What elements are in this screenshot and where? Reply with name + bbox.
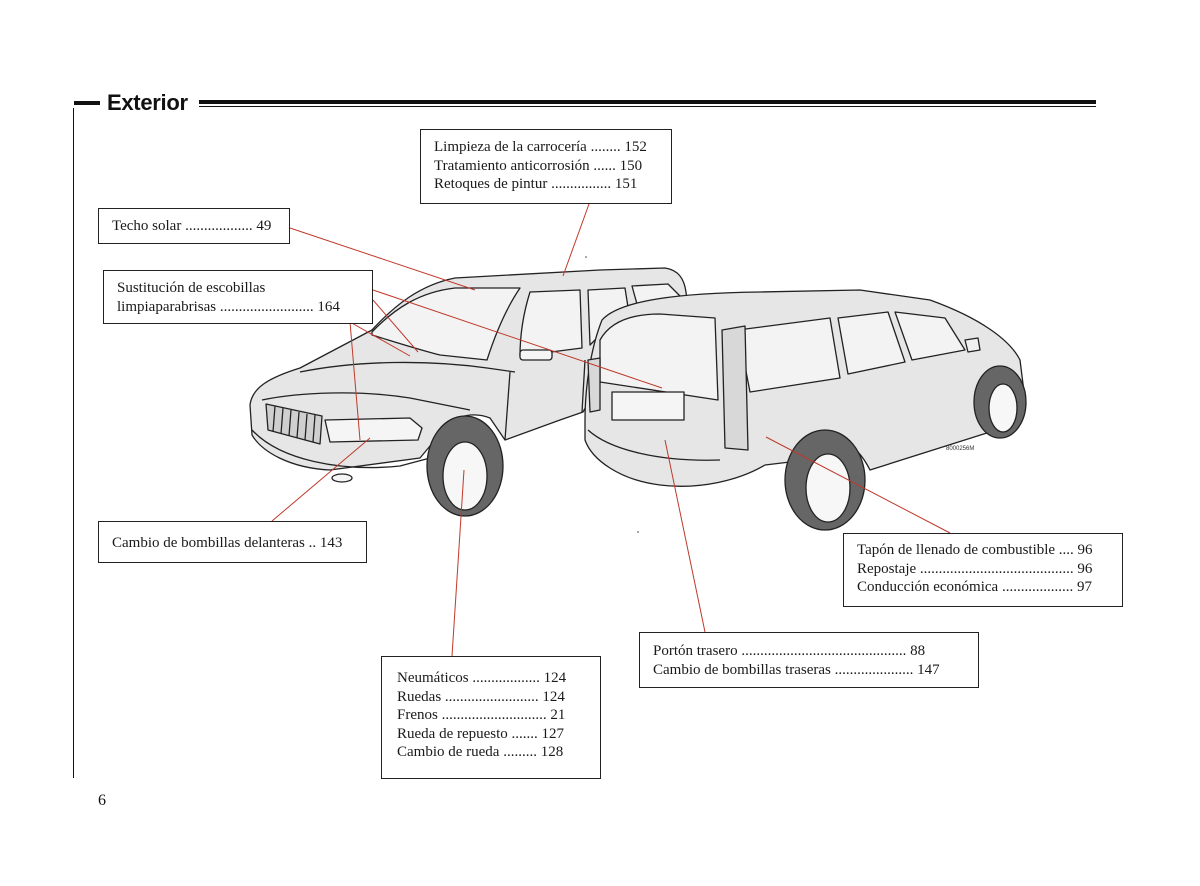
callout-line: Tratamiento anticorrosión ...... 150: [434, 157, 643, 174]
callout-line: limpiaparabrisas .......................…: [117, 298, 340, 315]
callout-line: Sustitución de escobillas: [117, 280, 266, 296]
heading-rule-right-thin: [199, 106, 1096, 107]
front-grille: [265, 403, 323, 445]
callout-line: Limpieza de la carrocería ........ 152: [434, 139, 647, 155]
heading-rule-right: [199, 100, 1096, 104]
callout-line: Neumáticos .................. 124: [397, 670, 567, 686]
page-margin-rule: [73, 108, 74, 778]
callout-ruedas: Neumáticos .................. 124 Ruedas…: [381, 656, 601, 779]
callout-line: Cambio de rueda ......... 128: [397, 744, 564, 760]
callout-line: Retoques de pintur ................ 151: [434, 176, 638, 192]
callout-porton-trasero: Portón trasero .........................…: [639, 632, 979, 688]
rear-side-window-2: [837, 311, 906, 375]
callout-line: Cambio de bombillas traseras ...........…: [653, 661, 940, 678]
rear-side-window-3: [894, 311, 966, 361]
callout-combustible: Tapón de llenado de combustible .... 96 …: [843, 533, 1123, 607]
callout-line: Cambio de bombillas delanteras .. 143: [112, 535, 343, 551]
callout-bombillas-delanteras: Cambio de bombillas delanteras .. 143: [98, 521, 367, 563]
callout-escobillas: Sustitución de escobillas limpiaparabris…: [103, 270, 373, 324]
callout-line: Techo solar .................. 49: [112, 218, 272, 234]
page-title: Exterior: [103, 89, 192, 117]
heading-rule-left: [74, 101, 100, 105]
rear-side-window: [737, 317, 841, 393]
front-side-window: [519, 289, 583, 357]
tail-light: [721, 325, 749, 451]
callout-line: Conducción económica ...................…: [857, 579, 1092, 595]
callout-line: Frenos ............................ 21: [397, 707, 566, 723]
license-plate: [611, 391, 685, 421]
illustration-code: 8000256M: [946, 446, 975, 452]
front-headlight: [324, 417, 423, 443]
callout-line: Ruedas ......................... 124: [397, 688, 565, 705]
callout-line: Repostaje ..............................…: [857, 560, 1093, 577]
callout-carroceria: Limpieza de la carrocería ........ 152 T…: [420, 129, 672, 204]
callout-techo-solar: Techo solar .................. 49: [98, 208, 290, 244]
rear-tailgate-window: [599, 313, 719, 401]
callout-line: Rueda de repuesto ....... 127: [397, 725, 565, 742]
callout-line: Tapón de llenado de combustible .... 96: [857, 542, 1093, 558]
page-number: 6: [98, 792, 106, 809]
callout-line: Portón trasero .........................…: [653, 643, 926, 659]
